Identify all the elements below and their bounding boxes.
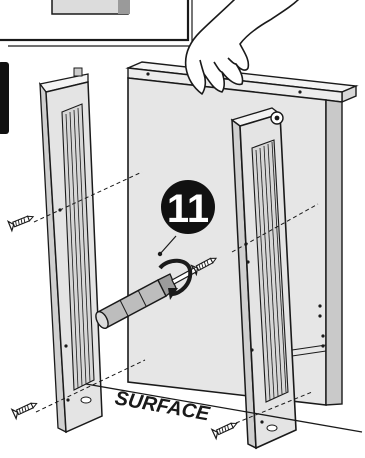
- step-number: 11: [167, 187, 209, 231]
- screw: [12, 399, 39, 419]
- surface-label: SURFACE: [113, 387, 212, 425]
- inset-detail-box: [0, 0, 192, 46]
- left-side-panel: [40, 68, 102, 432]
- section-tab: [0, 62, 9, 134]
- screw: [212, 419, 239, 439]
- screw: [8, 212, 35, 231]
